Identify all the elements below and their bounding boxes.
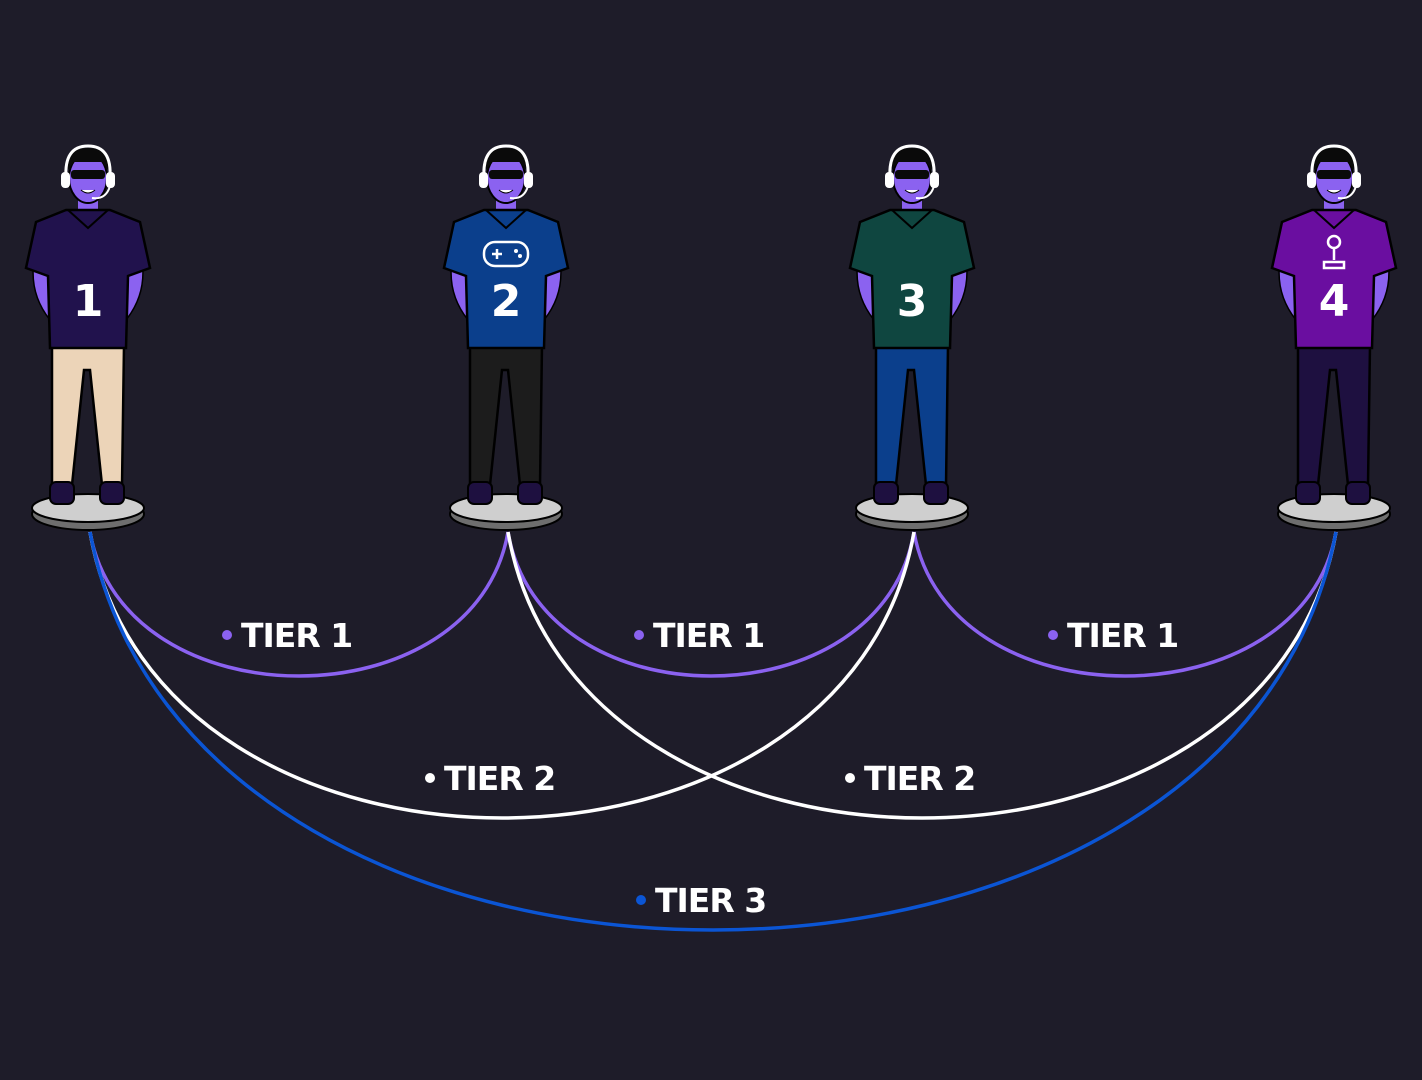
- joystick-icon: [1322, 234, 1346, 270]
- shirt: [848, 208, 976, 350]
- tier1-arc: [506, 531, 916, 678]
- bullet-dot-icon: [845, 773, 855, 783]
- bullet-dot-icon: [425, 773, 435, 783]
- hair: [67, 148, 109, 170]
- person-1: 1: [24, 144, 152, 531]
- person-number: 3: [897, 276, 928, 327]
- tier1-label: TIER 1: [634, 616, 765, 655]
- bullet-dot-icon: [1048, 630, 1058, 640]
- shirt: [1270, 208, 1398, 350]
- tier1-label: TIER 1: [222, 616, 353, 655]
- tier-label-text: TIER 1: [653, 616, 764, 655]
- bullet-dot-icon: [636, 895, 646, 905]
- person-3: 3: [848, 144, 976, 531]
- shirt: [24, 208, 152, 350]
- pants: [874, 343, 950, 487]
- headset-icon: [888, 144, 936, 179]
- tier2-arc: [88, 531, 916, 820]
- person-4: 4: [1270, 144, 1398, 531]
- shoe: [873, 481, 899, 505]
- gamepad-icon: [482, 240, 530, 268]
- headset-icon: [64, 144, 112, 179]
- person-number: 4: [1319, 276, 1350, 327]
- pants: [50, 343, 126, 487]
- tier3-label: TIER 3: [636, 881, 767, 920]
- person-number: 2: [491, 276, 522, 327]
- tier1-arc: [88, 531, 510, 678]
- tier-label-text: TIER 2: [444, 759, 555, 798]
- tier3-arc: [88, 531, 1338, 932]
- bullet-dot-icon: [222, 630, 232, 640]
- tier1-arc: [912, 531, 1338, 678]
- sunglasses-icon: [895, 170, 929, 179]
- tier-label-text: TIER 3: [655, 881, 766, 920]
- headset-icon: [482, 144, 530, 179]
- tier1-label: TIER 1: [1048, 616, 1179, 655]
- person-number: 1: [73, 276, 104, 327]
- pants: [1296, 343, 1372, 487]
- bullet-dot-icon: [634, 630, 644, 640]
- tier2-arc: [506, 531, 1338, 820]
- tier-label-text: TIER 2: [864, 759, 975, 798]
- hair: [485, 148, 527, 170]
- sunglasses-icon: [489, 170, 523, 179]
- shirt: [442, 208, 570, 350]
- shoe: [1295, 481, 1321, 505]
- shoe: [467, 481, 493, 505]
- pants: [468, 343, 544, 487]
- shoe: [49, 481, 75, 505]
- sunglasses-icon: [1317, 170, 1351, 179]
- tier-label-text: TIER 1: [241, 616, 352, 655]
- person-2: 2: [442, 144, 570, 531]
- hair: [891, 148, 933, 170]
- tier2-label: TIER 2: [845, 759, 976, 798]
- headset-icon: [1310, 144, 1358, 179]
- hair: [1313, 148, 1355, 170]
- tier-label-text: TIER 1: [1067, 616, 1178, 655]
- sunglasses-icon: [71, 170, 105, 179]
- tier2-label: TIER 2: [425, 759, 556, 798]
